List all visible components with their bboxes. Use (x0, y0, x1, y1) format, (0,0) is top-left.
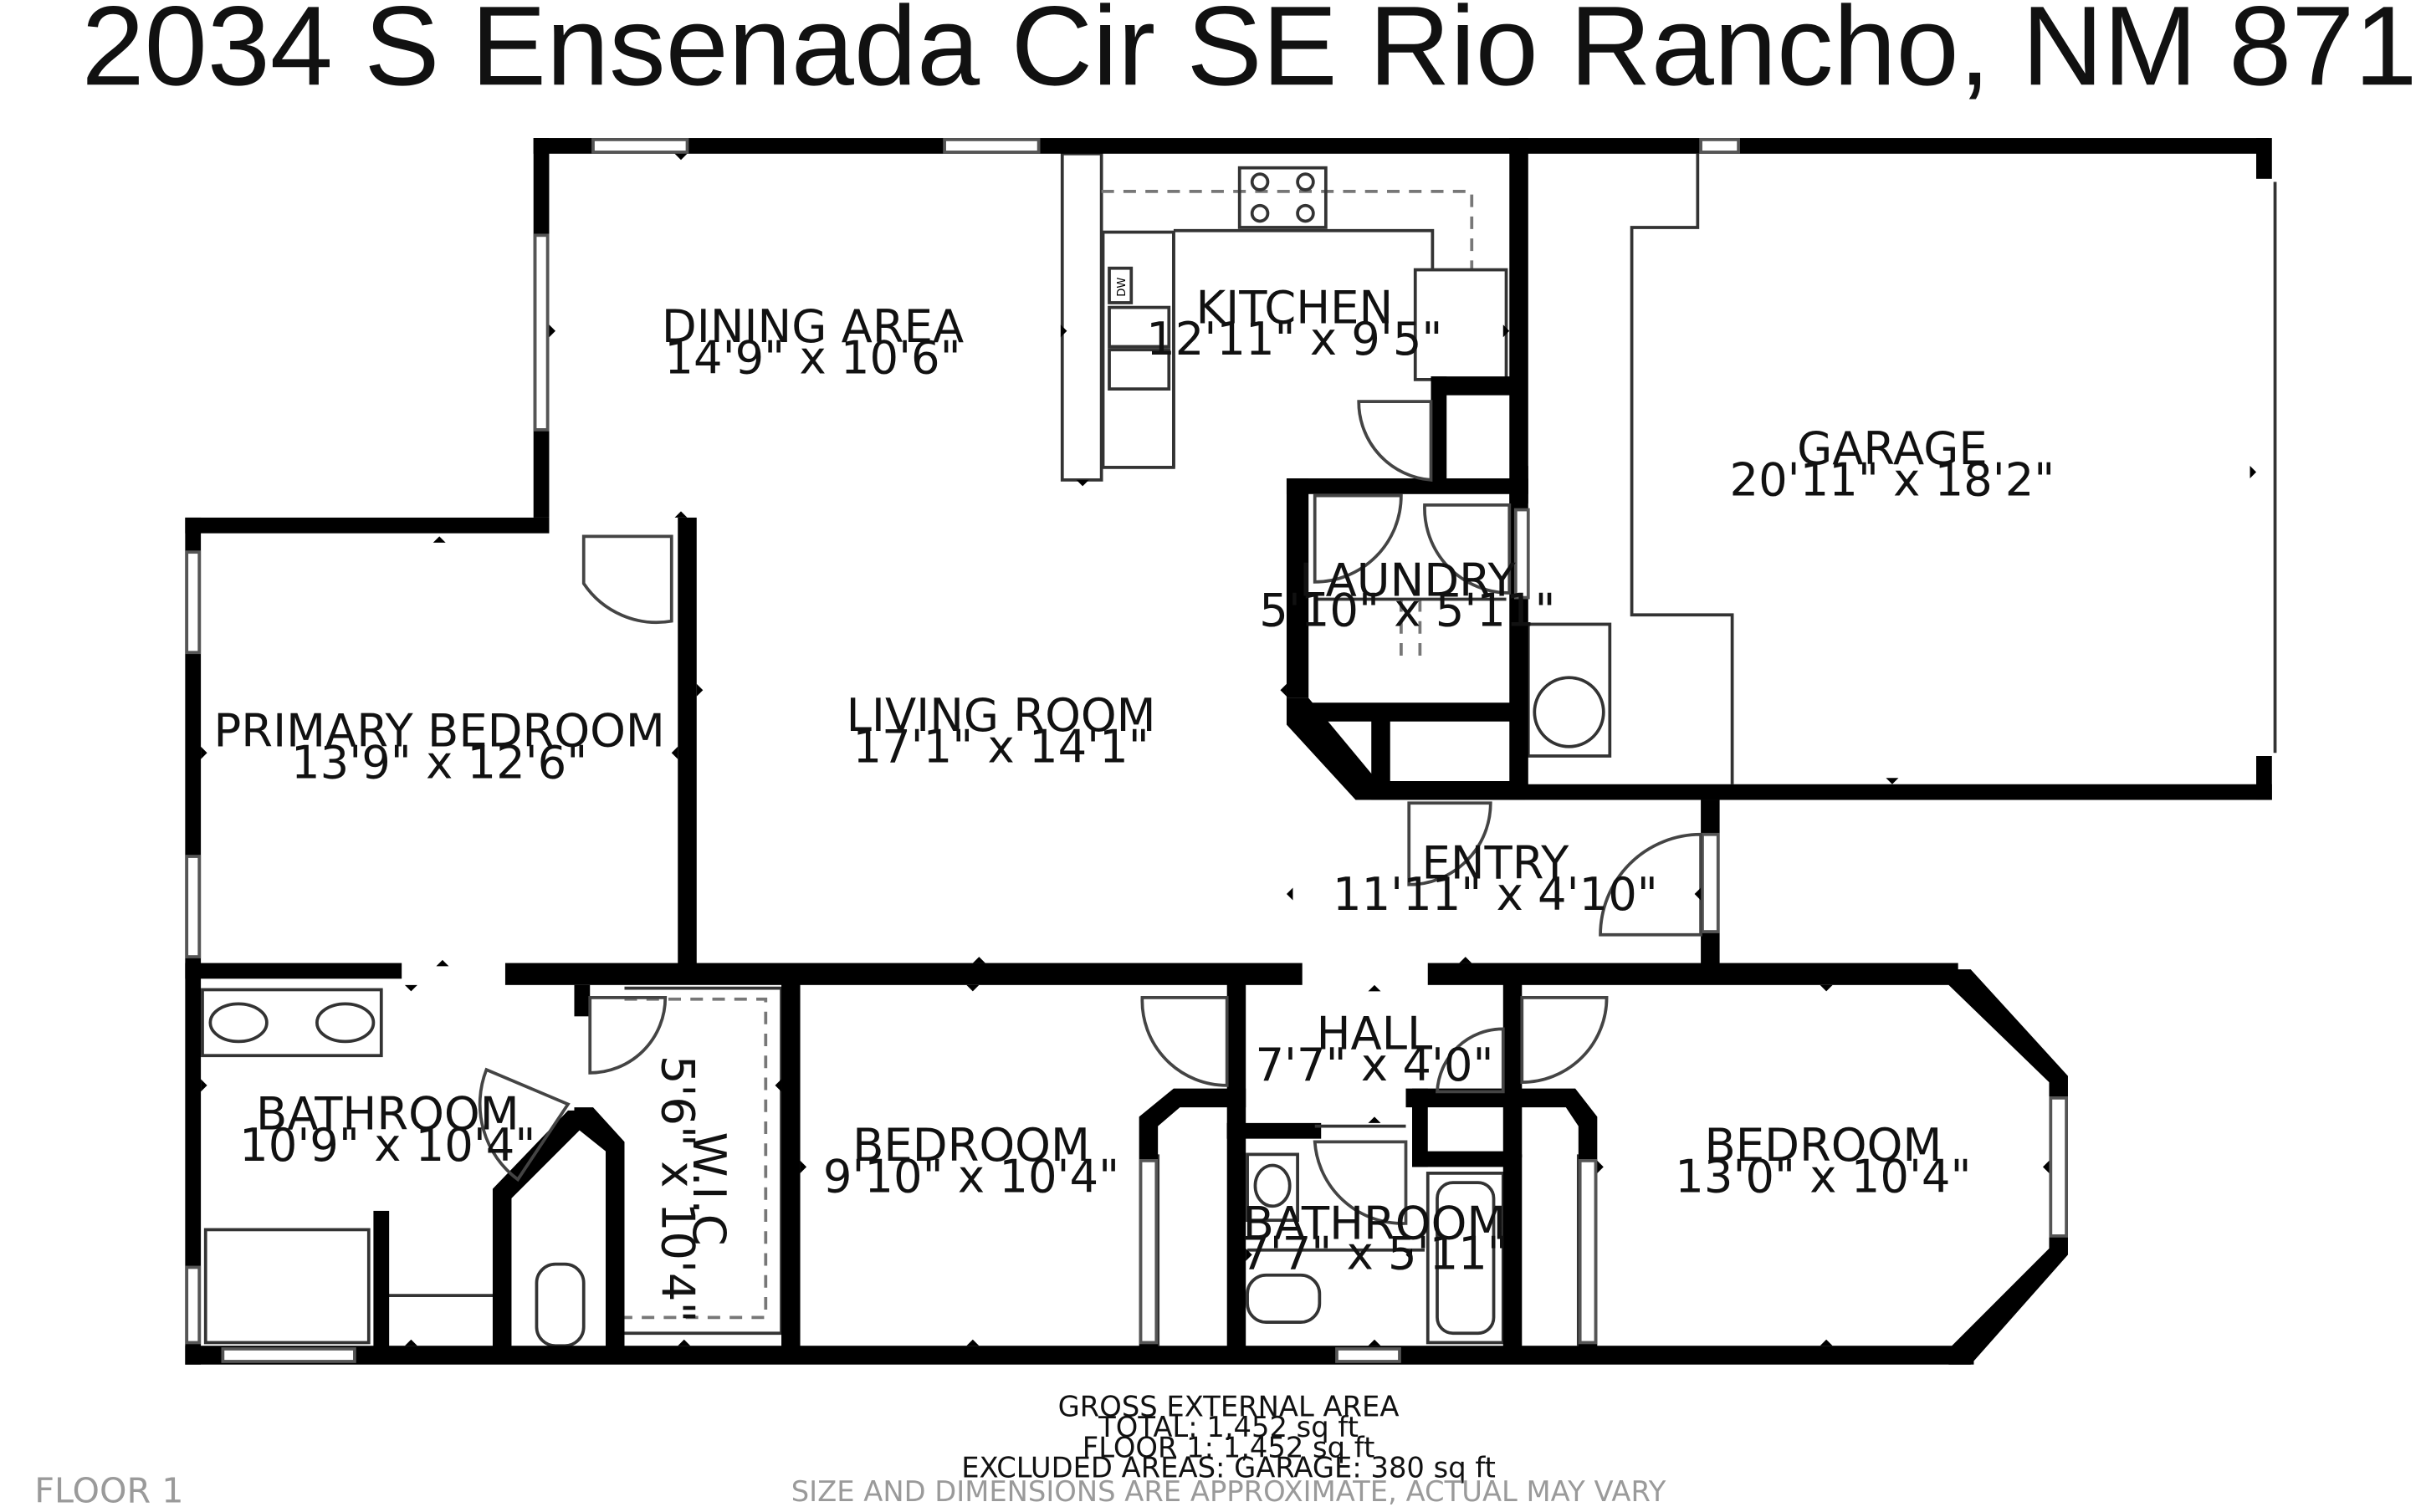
room-dims-bathroom-2: 7'7" x 5'11" (1241, 1227, 1508, 1280)
area-total: TOTAL: 1,452 sq ft (1098, 1411, 1359, 1443)
room-name-bathroom-primary: BATHROOM (256, 1087, 520, 1140)
room-labels: DINING AREA 14'9" x 10'6" KITCHEN 12'11"… (214, 281, 2055, 1322)
burner-4 (1296, 203, 1315, 223)
room-dims-living-room: 17'1" x 14'1" (853, 721, 1149, 774)
sink-right (1108, 348, 1171, 391)
stove (1237, 166, 1328, 229)
room-dims-kitchen: 12'11" x 9'5" (1146, 313, 1442, 365)
dishwasher-label: DW (1116, 278, 1129, 297)
room-dims-hall: 7'7" x 4'0" (1255, 1039, 1493, 1091)
vanity-sink-2 (315, 1002, 376, 1044)
room-name-bedroom-3: BEDROOM (1704, 1119, 1942, 1172)
room-dims-bedroom-2: 9'10" x 10'4" (823, 1150, 1119, 1203)
area-excluded: EXCLUDED AREAS: GARAGE: 380 sq ft (961, 1452, 1496, 1484)
room-dims-wic: 5'6" x 10'4" (652, 1055, 704, 1323)
floor-label: FLOOR 1 (34, 1471, 183, 1511)
room-dims-dining-area: 14'9" x 10'6" (664, 331, 960, 384)
room-dims-laundry: 5'10" x 5'11" (1259, 584, 1555, 636)
primary-tub (203, 1228, 371, 1345)
wic-shelf-dash (624, 997, 768, 1320)
room-dims-entry: 11'11" x 4'10" (1333, 868, 1658, 921)
garage-step (1630, 153, 1734, 784)
sink-left (1108, 305, 1171, 349)
room-name-laundry: LAUNDRY (1299, 554, 1516, 607)
room-name-wic: W.I.C (683, 1132, 735, 1246)
windows (185, 138, 2068, 1363)
burner-3 (1250, 203, 1270, 223)
area-disclaimer: SIZE AND DIMENSIONS ARE APPROXIMATE, ACT… (791, 1475, 1666, 1508)
room-name-bathroom-2: BATHROOM (1243, 1198, 1507, 1250)
room-dims-bedroom-3: 13'0" x 10'4" (1675, 1150, 1971, 1203)
hall-bath-sink (1253, 1163, 1292, 1208)
upper-counter (1173, 228, 1435, 270)
room-name-primary-bedroom: PRIMARY BEDROOM (214, 705, 665, 758)
room-dims-primary-bedroom: 13'9" x 12'6" (291, 736, 587, 789)
address-title: 2034 S Ensenada Cir SE Rio Rancho, NM 87… (82, 0, 2421, 109)
hall-bath-sink-counter (1246, 1152, 1299, 1223)
kitchen-counter (1060, 151, 1103, 482)
room-name-kitchen: KITCHEN (1196, 281, 1394, 334)
room-dims-bathroom-primary: 10'9" x 10'4" (239, 1119, 535, 1172)
area-heading: GROSS EXTERNAL AREA (1058, 1391, 1400, 1423)
wic-label-group: W.I.C 5'6" x 10'4" (652, 1055, 736, 1323)
dimension-markers (201, 153, 2257, 1346)
upper-cabinet-dash (1101, 189, 1474, 270)
burner-1 (1250, 172, 1270, 192)
double-vanity (201, 988, 383, 1058)
area-floor1: FLOOR 1: 1,452 sq ft (1083, 1431, 1375, 1463)
vanity-sink-1 (208, 1002, 269, 1044)
area-summary: GROSS EXTERNAL AREA TOTAL: 1,452 sq ft F… (791, 1391, 1666, 1508)
room-name-bedroom-2: BEDROOM (852, 1119, 1090, 1172)
dishwasher (1108, 266, 1134, 304)
primary-toilet (535, 1262, 586, 1348)
hall-tub-inner (1436, 1181, 1496, 1336)
hall-toilet (1246, 1273, 1322, 1324)
room-name-living-room: LIVING ROOM (847, 689, 1156, 742)
doors (478, 400, 1702, 1225)
room-name-garage: GARAGE (1797, 422, 1988, 475)
water-heater (1533, 676, 1605, 748)
burner-2 (1296, 172, 1315, 192)
room-name-entry: ENTRY (1422, 836, 1570, 889)
room-name-hall: HALL (1317, 1008, 1433, 1060)
room-dims-garage: 20'11" x 18'2" (1729, 454, 2055, 507)
room-name-dining-area: DINING AREA (662, 300, 964, 353)
